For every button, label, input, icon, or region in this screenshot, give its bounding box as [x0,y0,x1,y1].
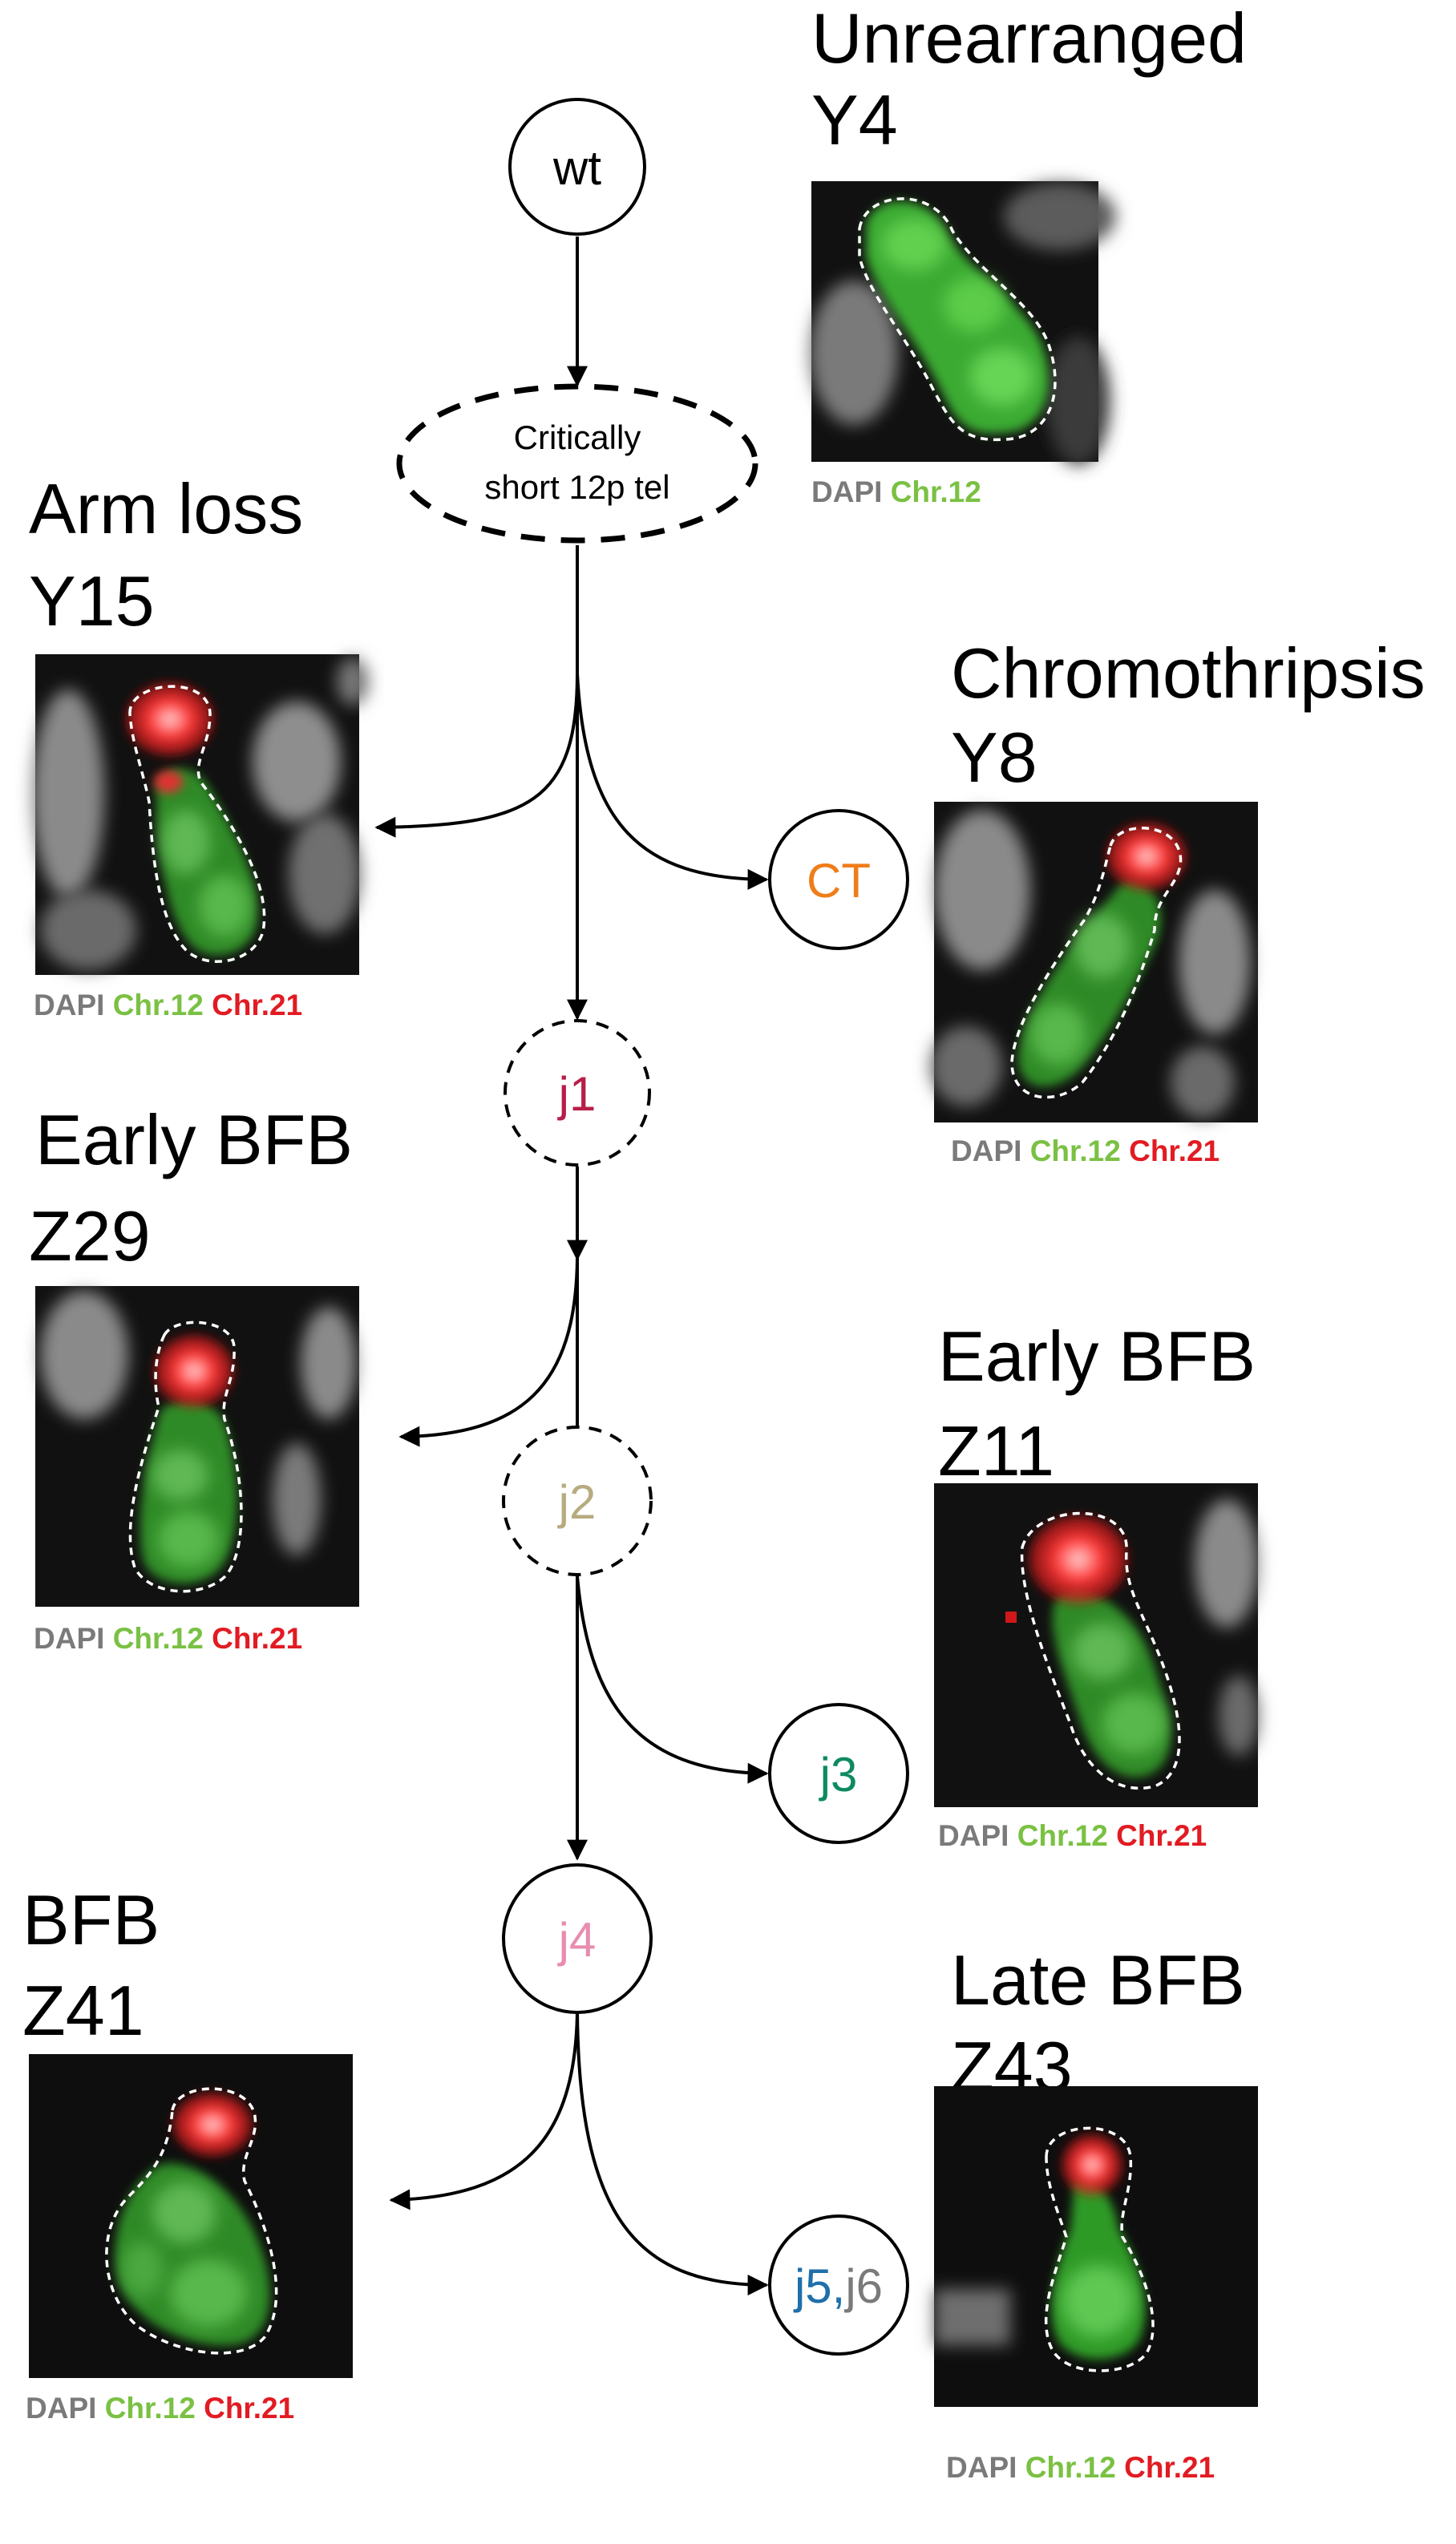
node-j3-label: j3 [819,1748,858,1802]
node-short-tel-line2: short 12p tel [484,468,669,506]
panel-z43-image [934,2086,1258,2407]
panel-z43: Late BFB Z43 DAPI Chr.12 Chr.21 [934,1940,1258,2484]
panel-z11-image [934,1483,1259,1807]
edge-to-j5-j6 [576,2010,769,2295]
panel-y4-clone: Y4 [811,80,898,160]
node-j5-j6-separator: , [832,2259,846,2313]
panel-z29-heading: Early BFB [35,1100,353,1179]
edge-to-early-bfb-z29 [398,1258,579,1447]
node-j2: j2 [502,1426,653,1576]
panel-z41-clone: Z41 [22,1971,144,2050]
panel-z43-caption: DAPI Chr.12 Chr.21 [946,2451,1215,2484]
panel-z11-caption: DAPI Chr.12 Chr.21 [938,1819,1207,1852]
panel-y8: Chromothripsis Y8 DAPI Chr.12 Chr.21 [930,633,1426,1167]
node-j4: j4 [502,1863,653,2014]
panel-y4-image [810,181,1116,465]
panel-z29: Early BFB Z29 DAPI Chr.12 Chr.21 [29,1100,359,1655]
node-j6-label: j6 [843,2259,883,2313]
panel-y15-chr12-label: Chr.12 [113,989,204,1021]
node-short-telomere: Critically short 12p tel [396,383,758,544]
node-short-tel-line1: Critically [514,419,641,456]
panel-z43-heading: Late BFB [951,1940,1245,2020]
panel-y4-chr12-label: Chr.12 [891,475,981,508]
node-j5-label: j5 [793,2259,832,2313]
panel-z41-dapi-label: DAPI [26,2392,96,2425]
panel-y15-heading: Arm loss [29,469,303,548]
node-j3: j3 [768,1703,909,1844]
panel-y15-image [32,654,369,975]
panel-z11-chr21-label: Chr.21 [1116,1819,1207,1852]
panel-y4-caption: DAPI Chr.12 [811,475,981,508]
panel-z11-dapi-label: DAPI [938,1819,1009,1852]
panel-y15-caption: DAPI Chr.12 Chr.21 [34,989,302,1021]
panel-z41-heading: BFB [22,1880,160,1960]
panel-y8-dapi-label: DAPI [951,1134,1021,1167]
node-j2-label: j2 [557,1475,597,1529]
panel-z41-image [29,2054,353,2378]
panel-z29-chr12-label: Chr.12 [113,1622,204,1655]
node-j5-j6-label: j5,j6 [793,2259,883,2313]
edge-to-bfb-z41 [389,2010,579,2210]
panel-z43-chr12-label: Chr.12 [1025,2451,1116,2484]
edge-to-arm-loss [374,673,579,838]
node-wt: wt [508,98,646,236]
panel-y8-image [930,802,1258,1122]
panel-z29-image [35,1286,359,1607]
panel-y8-clone: Y8 [951,718,1037,797]
edge-to-ct [576,673,769,890]
panel-z43-chr21-label: Chr.21 [1124,2451,1215,2484]
edge-to-j3 [576,1575,769,1784]
node-ct: CT [768,809,909,950]
panel-y8-caption: DAPI Chr.12 Chr.21 [951,1134,1219,1167]
panel-z11-clone: Z11 [938,1411,1054,1490]
panel-z29-caption: DAPI Chr.12 Chr.21 [34,1622,302,1655]
panel-z29-dapi-label: DAPI [34,1622,104,1655]
panel-y15: Arm loss Y15 DAPI Chr.12 Chr.21 [29,469,369,1021]
panel-y15-clone: Y15 [29,561,155,641]
panel-z41-chr12-label: Chr.12 [105,2392,196,2425]
panel-z11-chr12-label: Chr.12 [1017,1819,1108,1852]
panel-z41-caption: DAPI Chr.12 Chr.21 [26,2392,294,2425]
node-j1-label: j1 [557,1067,597,1121]
panel-y4-dapi-label: DAPI [811,475,882,508]
panel-y15-chr21-label: Chr.21 [212,989,302,1021]
panel-z43-dapi-label: DAPI [946,2451,1017,2484]
node-wt-label: wt [552,141,601,195]
panel-y8-chr12-label: Chr.12 [1030,1134,1121,1167]
panel-z41: BFB Z41 DAPI Chr.12 Chr.21 [22,1880,353,2425]
panel-y8-heading: Chromothripsis [951,633,1426,713]
panel-z11-heading: Early BFB [938,1316,1256,1396]
edges [374,237,769,2295]
panel-y8-chr21-label: Chr.21 [1129,1134,1219,1167]
panel-z11: Early BFB Z11 DAPI Chr.12 Chr.21 [934,1316,1259,1852]
node-j1: j1 [504,1019,651,1167]
panel-z29-chr21-label: Chr.21 [212,1622,302,1655]
node-ct-label: CT [807,854,871,908]
panel-z29-clone: Z29 [29,1196,151,1276]
node-j4-label: j4 [557,1913,597,1967]
panel-z41-chr21-label: Chr.21 [204,2392,294,2425]
node-j5-j6: j5,j6 [768,2214,909,2356]
panel-y4: Unrearranged Y4 DAPI Chr.12 [810,0,1247,508]
panel-y4-heading: Unrearranged [811,0,1247,78]
panel-y15-dapi-label: DAPI [34,989,104,1021]
